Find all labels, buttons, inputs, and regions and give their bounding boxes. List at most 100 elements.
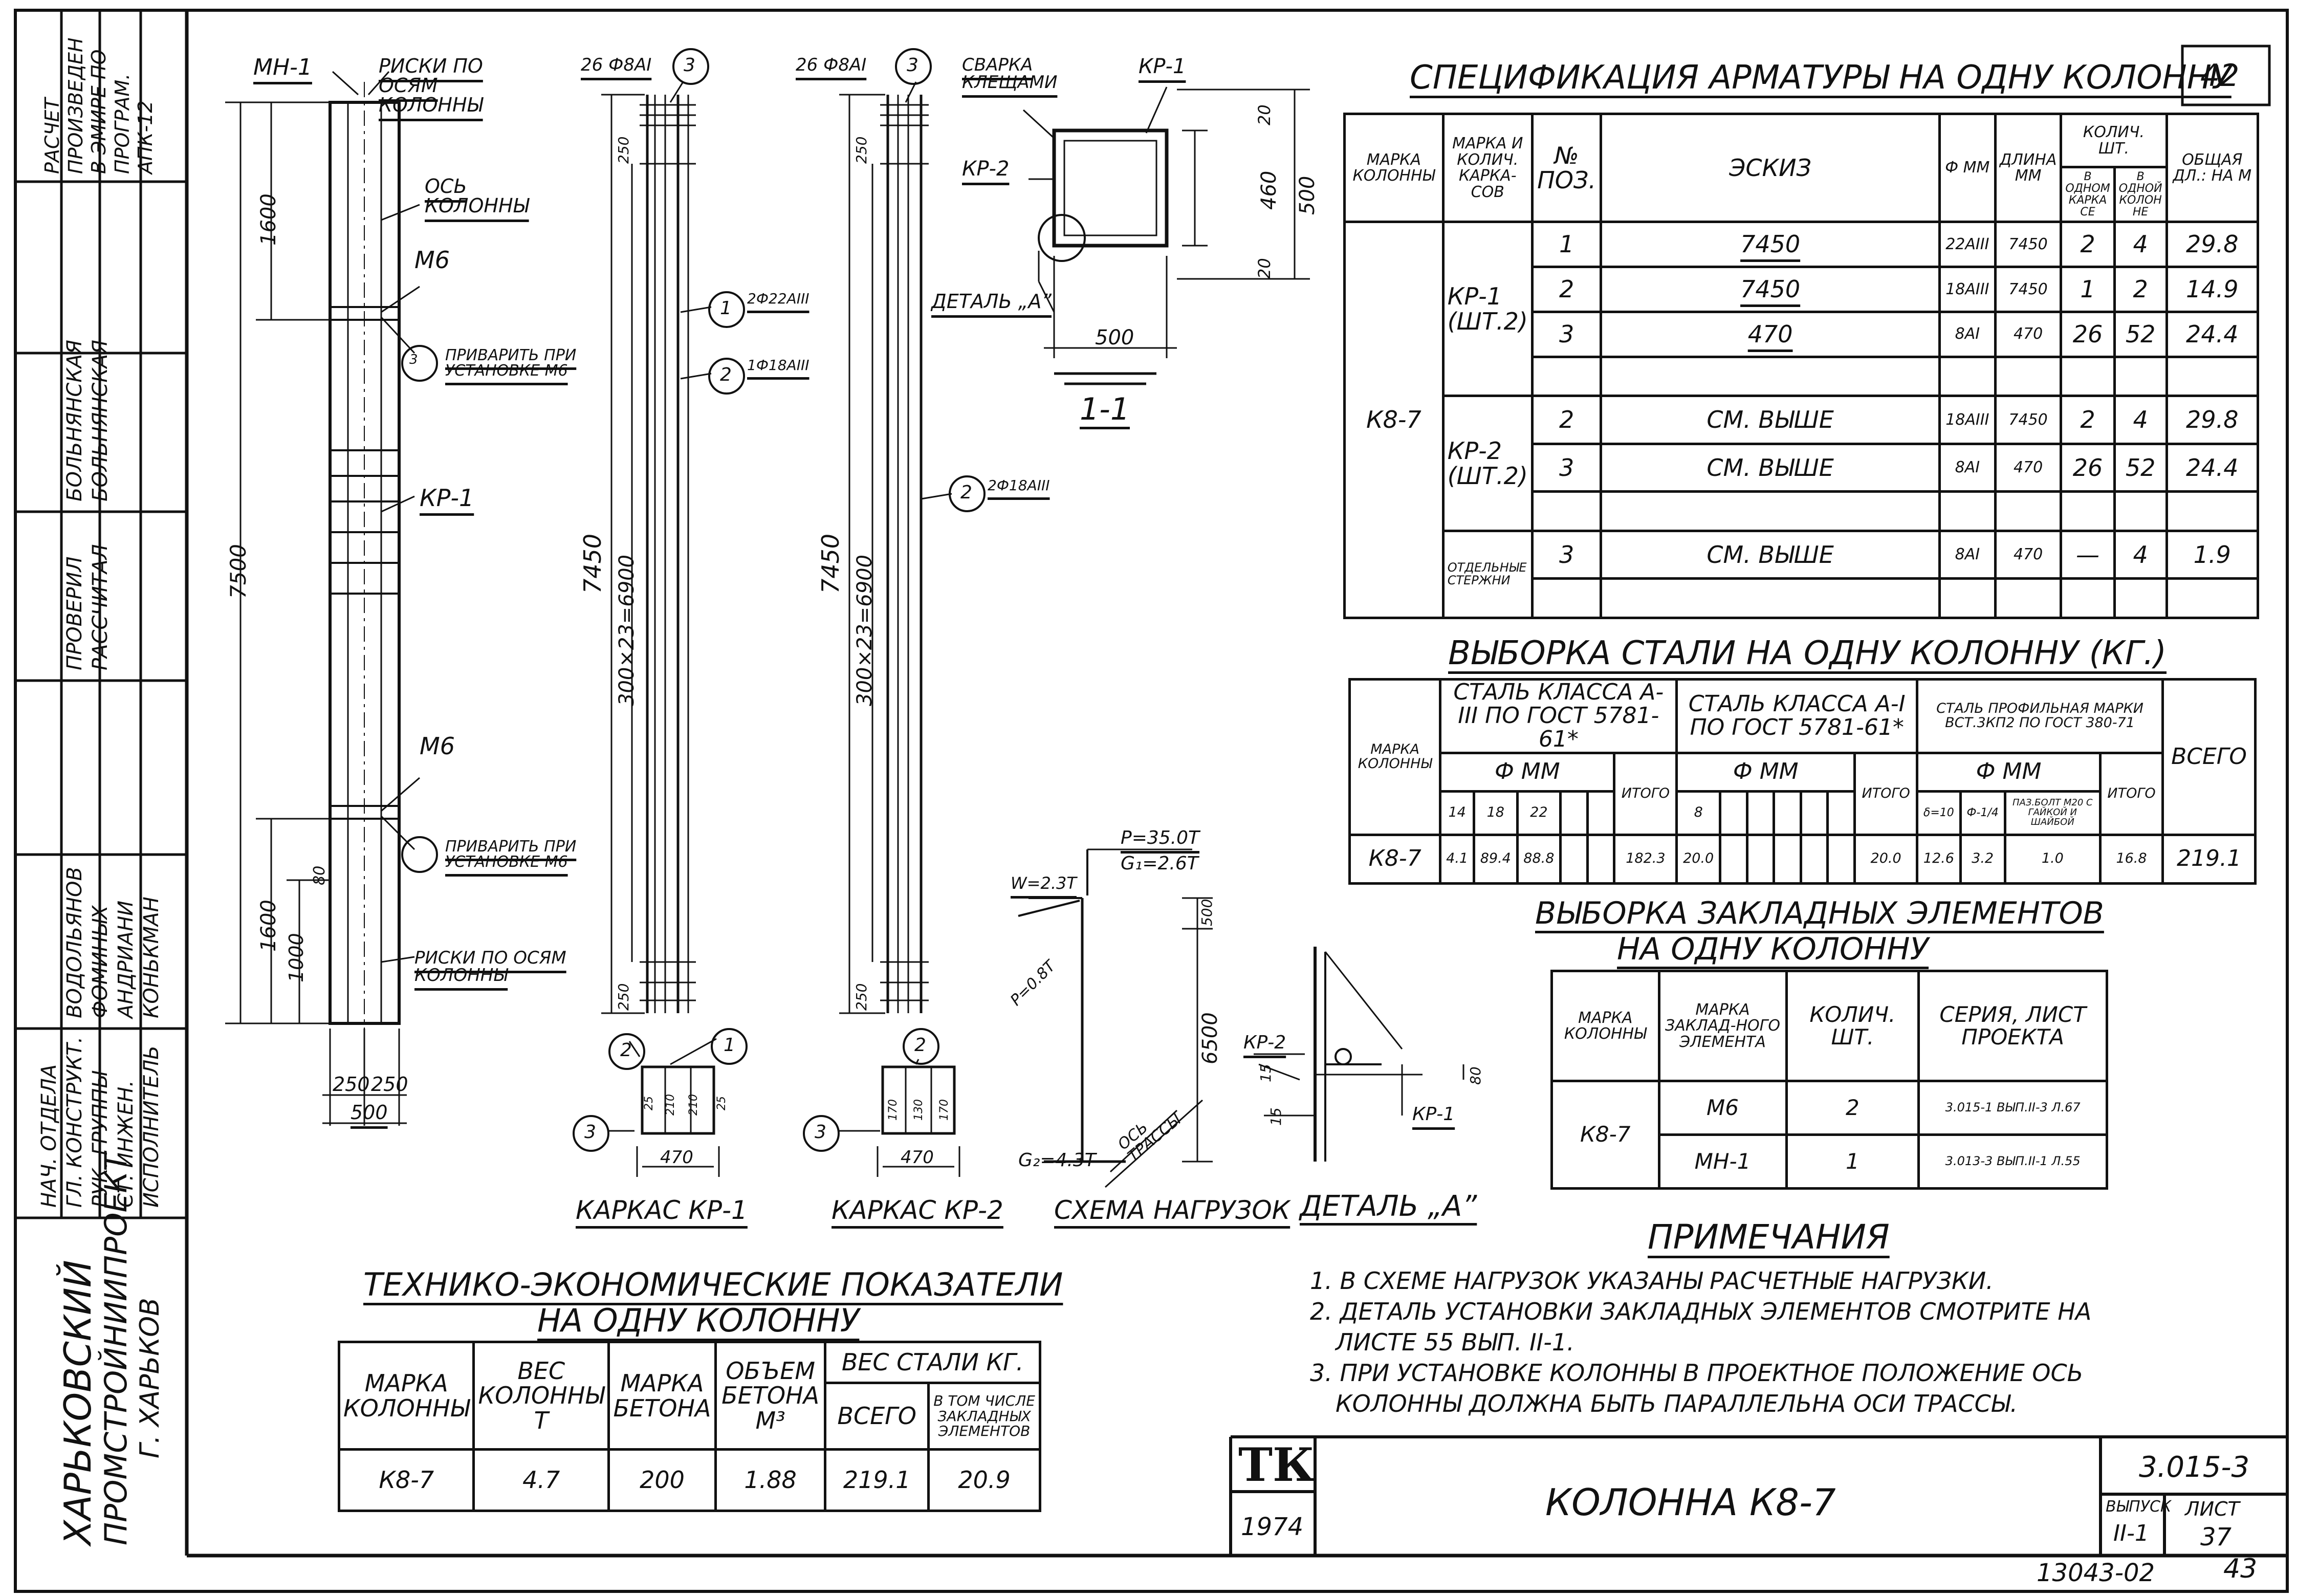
role-ruk-gruppy: РУК. ГРУППЫ [89, 1072, 112, 1208]
ves-v8: 20.0 [1675, 833, 1721, 885]
spec-q2: 52 [2113, 310, 2168, 358]
dim-80: 80 [311, 865, 329, 885]
spec-len: 7450 [1994, 395, 2063, 445]
spec-row: 2 7450 18АIII 7450 1 2 14.9 [1345, 265, 2260, 313]
cage-kr2-title: КАРКАС КР-2 [832, 1195, 1003, 1225]
spec-row-empty [1345, 577, 2260, 619]
sidebar-grid [15, 10, 187, 1219]
sheet-number-top: 42 [2200, 58, 2240, 94]
org-name-1: ХАРЬКОВСКИЙ [56, 1260, 99, 1545]
spec-poz: 3 [1530, 310, 1603, 358]
calc-note: РАСЧЕТ ПРОИЗВЕДЕН В ЭМИРЕ ПО ПРОГРАМ. АП… [41, 37, 157, 174]
section-dim-500-h: 500 [1296, 176, 1319, 215]
embedded-table: МАРКА КОЛОННЫ МАРКА ЗАКЛАД-НОГО ЭЛЕМЕНТА… [1550, 970, 2108, 1190]
ves-h-vsego: ВСЕГО [2161, 678, 2257, 836]
spec-poz: 3 [1530, 442, 1603, 493]
bs1-circle-3: 3 [584, 1122, 596, 1143]
stamp-series: 3.015-3 [2139, 1451, 2250, 1484]
spec-h-obsh: ОБЩАЯ ДЛ.: НА М [2165, 112, 2260, 224]
spec-eskiz: СМ. ВЫШЕ [1600, 442, 1941, 493]
bs1-circle-2: 2 [620, 1040, 632, 1061]
detail-a-title: ДЕТАЛЬ „А” [1300, 1190, 1477, 1223]
spec-row: ОТДЕЛЬНЫЕ СТЕРЖНИ 3 СМ. ВЫШЕ 8АI 470 — 4… [1345, 529, 2260, 620]
section-1-1 [1022, 86, 1310, 385]
tep-zakl: 20.9 [927, 1448, 1041, 1512]
spec-len: 7450 [1994, 265, 2063, 313]
spec-poz: 1 [1530, 221, 1603, 268]
vz-q: 2 [1785, 1080, 1920, 1136]
spec-len: 470 [1994, 310, 2063, 358]
load-scheme-title: СХЕМА НАГРУЗОК [1054, 1195, 1290, 1225]
tep-obem: 1.88 [714, 1448, 827, 1512]
bs2-dim-130: 130 [912, 1099, 925, 1121]
ves-prof-c: 1.0 [2003, 833, 2102, 885]
label-privarit-2: ПРИВАРИТЬ ПРИ УСТАНОВКЕ М6 [445, 838, 577, 871]
stamp-list-label: ЛИСТ [2185, 1498, 2240, 1520]
spec-tot: 24.4 [2165, 442, 2260, 493]
spec-q2: 4 [2113, 221, 2168, 268]
spec-title: СПЕЦИФИКАЦИЯ АРМАТУРЫ НА ОДНУ КОЛОННУ [1410, 59, 2232, 97]
org-name-2: ПРОМСТРОЙНИИПРОЕКТ [98, 1152, 134, 1545]
dim-250-left: 250 [333, 1073, 370, 1096]
label-m6-top: М6 [414, 246, 450, 274]
ves-h-fmm-prof: Ф ММ [1916, 751, 2102, 793]
role-ispolnitel: ИСПОЛНИТЕЛЬ [140, 1045, 163, 1208]
kr1-dim-300x23: 300×23=6900 [615, 554, 639, 706]
steel-table: МАРКА КОЛОННЫ СТАЛЬ КЛАССА А-III ПО ГОСТ… [1348, 678, 2257, 885]
dim-1600-bottom: 1600 [257, 900, 280, 952]
tep-data-row: К8-7 4.7 200 1.88 219.1 20.9 [337, 1448, 1041, 1512]
ves-itogo-a1: 20.0 [1853, 833, 1919, 885]
bs1-circle-1: 1 [724, 1035, 735, 1056]
pos-circle-3-a: 3 [409, 352, 418, 367]
section-dim-20-top: 20 [1255, 104, 1274, 125]
bs1-dim-210a: 210 [664, 1094, 677, 1116]
role-rasschital: РАССЧИТАЛ [89, 544, 112, 670]
tep-title-2: НА ОДНУ КОЛОННУ [537, 1302, 860, 1339]
spec-d: 8АI [1938, 442, 1997, 493]
bs1-dim-210b: 210 [687, 1094, 700, 1116]
spec-tot: 29.8 [2165, 395, 2260, 445]
spec-row: 3 470 8АI 470 26 52 24.4 [1345, 310, 2260, 358]
detail-kr1: КР-1 [1412, 1104, 1455, 1125]
spec-h-d: Ф ММ [1938, 112, 1997, 224]
spec-h-v-karkase: В ОДНОМ КАРКА СЕ [2060, 166, 2116, 224]
detail-a [1254, 947, 1464, 1162]
ves-h-f14: Ф-1/4 [1959, 790, 2006, 836]
tep-h3: МАРКА БЕТОНА [607, 1341, 717, 1451]
vz-h4: СЕРИЯ, ЛИСТ ПРОЕКТА [1917, 970, 2108, 1082]
spec-eskiz: 7450 [1600, 221, 1941, 268]
bs2-dim-470: 470 [901, 1147, 934, 1168]
kr1-dim-250-bottom: 250 [615, 983, 632, 1011]
label-privarit-1: ПРИВАРИТЬ ПРИ УСТАНОВКЕ М6 [445, 346, 577, 380]
spec-tot: 29.8 [2165, 221, 2260, 268]
stamp-list: 37 [2200, 1523, 2232, 1551]
label-os-kolonny: ОСЬ КОЛОННЫ [425, 175, 529, 217]
spec-h-v-kolonne: В ОДНОЙ КОЛОН НЕ [2113, 166, 2168, 224]
detail-dim-80: 80 [1467, 1066, 1484, 1085]
spec-row: 3 СМ. ВЫШЕ 8АI 470 26 52 24.4 [1345, 442, 2260, 493]
bs1-dim-25b: 25 [715, 1096, 728, 1110]
ves-mark: К8-7 [1348, 833, 1442, 885]
dim-500-column: 500 [351, 1101, 388, 1124]
cage-kr1 [601, 48, 745, 1014]
name-konkman: КОНЬКМАН [140, 897, 163, 1018]
detail-dim-15a: 15 [1257, 1064, 1274, 1082]
kr1-circle-2: 2 [720, 364, 732, 385]
note-1: 1. В СХЕМЕ НАГРУЗОК УКАЗАНЫ РАСЧЕТНЫЕ НА… [1310, 1267, 1994, 1295]
kr2-dim-250-bottom: 250 [853, 983, 870, 1011]
dim-1000: 1000 [285, 933, 308, 982]
spec-d: 8АI [1938, 529, 1997, 580]
ves-h-fmm-a3: Ф ММ [1439, 751, 1616, 793]
spec-q1: 2 [2060, 395, 2116, 445]
bottom-section-kr2 [803, 1028, 960, 1177]
tep-mark: К8-7 [337, 1448, 475, 1512]
note-3-cont: КОЛОННЫ ДОЛЖНА БЫТЬ ПАРАЛЛЕЛЬНА ОСИ ТРАС… [1336, 1390, 2018, 1417]
kr1-circle-1: 1 [720, 298, 732, 319]
ves-title: ВЫБОРКА СТАЛИ НА ОДНУ КОЛОННУ (КГ.) [1448, 635, 2167, 672]
kr2-top-label: 26 Ф8АI [796, 55, 867, 75]
load-g1: G₁=2.6Т [1121, 853, 1198, 874]
spec-table: МАРКА КОЛОННЫ МАРКА И КОЛИЧ. КАРКА-СОВ №… [1343, 112, 2260, 620]
tep-h5b: В ТОМ ЧИСЛЕ ЗАКЛАДНЫХ ЭЛЕМЕНТОВ [927, 1382, 1041, 1451]
name-andriani: АНДРИАНИ [114, 900, 138, 1018]
